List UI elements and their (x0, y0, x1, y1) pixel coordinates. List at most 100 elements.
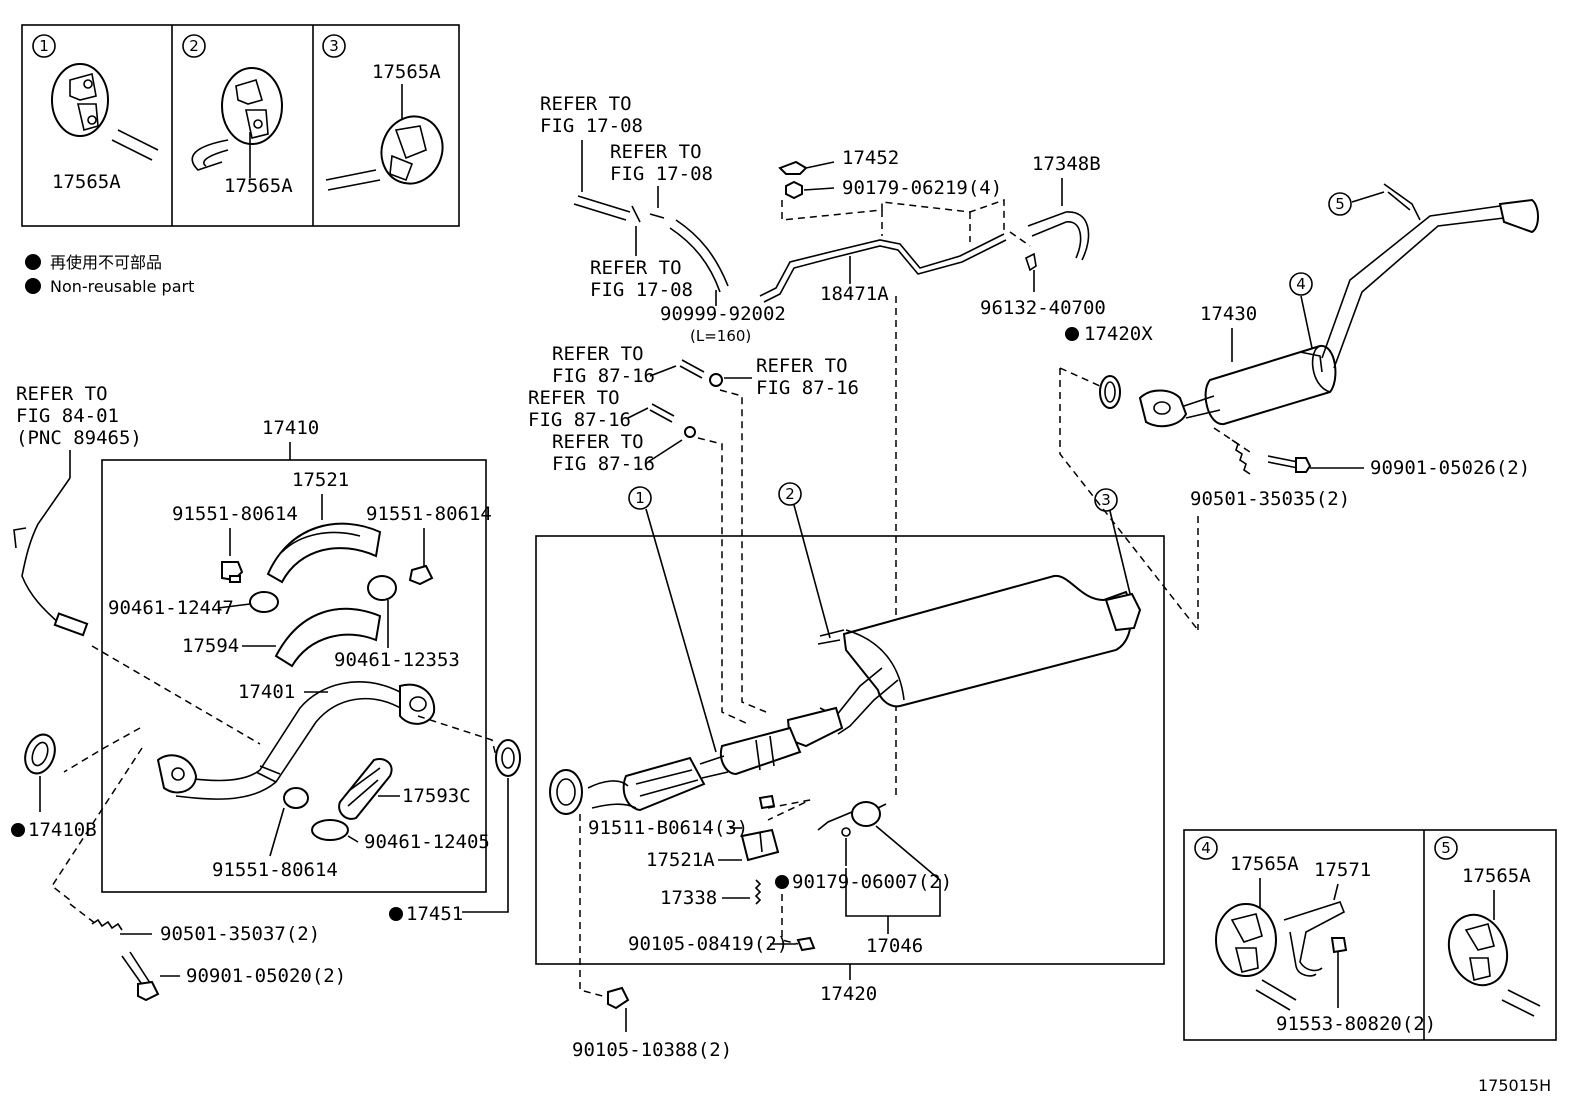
part-17452: 17452 (842, 147, 899, 169)
rubber-hanger-icon (221, 67, 283, 145)
front-flange-icon (549, 769, 583, 815)
rubber-hanger-icon (1447, 913, 1509, 987)
hanger-bracket-icon (1104, 592, 1142, 632)
sensor-group: REFER TO FIG 84-01 (PNC 89465) 17410B 90… (11, 383, 521, 1002)
flange-icon (399, 683, 436, 725)
part-90999-92002: 90999-92002 (660, 303, 786, 325)
callout-5: 5 (1335, 195, 1345, 213)
o2-sensor-icon (53, 612, 89, 637)
hanger-panel-3-part: 17565A (372, 61, 441, 83)
callout-3: 3 (1101, 491, 1111, 509)
bolt-icon (1295, 457, 1312, 473)
bolt-icon (796, 936, 816, 952)
catalytic-converter-icon (622, 756, 706, 812)
rubber-hanger-icon (51, 63, 109, 137)
part-90901-05026: 90901-05026(2) (1370, 457, 1530, 479)
tail-muffler-icon (1204, 345, 1337, 425)
part-17348B: 17348B (1032, 153, 1101, 175)
clip-icon (709, 373, 723, 387)
part-96132-40700: 96132-40700 (980, 297, 1106, 319)
refer-fig8716-c-line1: REFER TO (528, 387, 620, 409)
converter-shell-icon (720, 726, 802, 776)
flange-icon (1138, 389, 1188, 428)
non-reusable-dot-icon (25, 278, 41, 294)
non-reusable-dot-icon (389, 907, 403, 921)
rubber-hanger-icon (380, 115, 444, 185)
part-17046: 17046 (866, 935, 923, 957)
part-17420: 17420 (820, 983, 877, 1005)
part-17401: 17401 (238, 681, 295, 703)
callout-4: 4 (1296, 275, 1306, 293)
hanger-panel-2-index: 2 (189, 37, 199, 55)
part-90461-12405: 90461-12405 (364, 831, 490, 853)
clamp-icon (311, 819, 349, 841)
heat-insulator-icon (740, 828, 780, 862)
hanger-panel-1: 1 17565A (32, 34, 159, 193)
part-17594: 17594 (182, 635, 239, 657)
part-90105-10388: 90105-10388(2) (572, 1039, 732, 1061)
part-17410B: 17410B (28, 819, 97, 841)
part-90999-length: (L=160) (690, 327, 751, 345)
refer-fig1708-b-line2: FIG 17-08 (610, 163, 713, 185)
gasket-icon (1099, 375, 1121, 409)
non-reusable-dot-icon (775, 875, 789, 889)
spring-icon (754, 879, 762, 905)
part-90179-06007: 90179-06007(2) (792, 871, 952, 893)
part-17338: 17338 (660, 887, 717, 909)
exhaust-valve-icon (817, 801, 887, 837)
refer-fig8716-a-line1: REFER TO (552, 343, 644, 365)
bolt-icon (137, 980, 160, 1002)
bolt-icon (283, 787, 309, 809)
part-91511-B0614: 91511-B0614(3) (588, 817, 748, 839)
refer-fig8716-d-line1: REFER TO (552, 431, 644, 453)
hanger-panel-3-index: 3 (329, 37, 339, 55)
part-91551-80614-b: 91551-80614 (366, 503, 492, 525)
gasket-icon (495, 739, 521, 777)
hanger-panel-3: 3 17565A (322, 34, 444, 191)
hanger-panel-1-index: 1 (39, 37, 49, 55)
inset-4-part-17565A: 17565A (1230, 853, 1299, 875)
part-17451: 17451 (406, 903, 463, 925)
refer-fig8716-b-line2: FIG 87-16 (756, 377, 859, 399)
part-90461-12447: 90461-12447 (108, 597, 234, 619)
part-90179-06219: 90179-06219(4) (842, 177, 1002, 199)
refer-fig1708-b-line1: REFER TO (610, 141, 702, 163)
catalytic-shield-icon (338, 758, 393, 820)
bolt-icon (1330, 937, 1348, 954)
part-17410: 17410 (262, 417, 319, 439)
inset-4-index: 4 (1201, 839, 1211, 857)
main-muffler-icon (842, 574, 1133, 708)
refer-fig1708-a-line2: FIG 17-08 (540, 115, 643, 137)
part-90501-35037: 90501-35037(2) (160, 923, 320, 945)
refer-fig8401-line2: FIG 84-01 (16, 405, 119, 427)
spring-icon (1231, 439, 1251, 475)
non-reusable-dot-icon (11, 823, 25, 837)
legend: 再使用不可部品 Non-reusable part (25, 253, 194, 296)
part-91551-80614-a: 91551-80614 (172, 503, 298, 525)
clip-icon (778, 160, 808, 175)
clamp-icon (249, 591, 279, 613)
clamp-icon (367, 575, 397, 601)
sensor-wire-icon (13, 477, 71, 625)
part-17521: 17521 (292, 469, 349, 491)
hanger-panels-frame (21, 24, 460, 227)
spring-icon (91, 918, 123, 931)
flange-icon (156, 754, 198, 794)
refer-fig1708-a-line1: REFER TO (540, 93, 632, 115)
bolt-icon (607, 986, 630, 1010)
part-17521A: 17521A (646, 849, 715, 871)
front-pipe-group: 17410 17521 91551-80614 91551-80614 9046… (63, 417, 497, 893)
refer-fig8716-b-line1: REFER TO (756, 355, 848, 377)
inset-4-part-91553-80820: 91553-80820(2) (1276, 1013, 1436, 1035)
bolt-icon (408, 564, 434, 586)
nut-icon (785, 180, 803, 200)
refer-fig8716-group: REFER TO FIG 87-16 REFER TO FIG 87-16 RE… (528, 343, 859, 725)
part-90501-35035: 90501-35035(2) (1190, 488, 1350, 510)
tail-tip-icon (1498, 198, 1539, 234)
front-pipe-icon (169, 681, 405, 800)
inset-hangers: 4 17565A 17571 91553-80820(2) 5 17565A (1183, 829, 1557, 1041)
hanger-panels: 1 17565A 2 17565A (21, 24, 460, 227)
refer-fig8716-a-line2: FIG 87-16 (552, 365, 655, 387)
non-reusable-dot-icon (25, 254, 41, 270)
